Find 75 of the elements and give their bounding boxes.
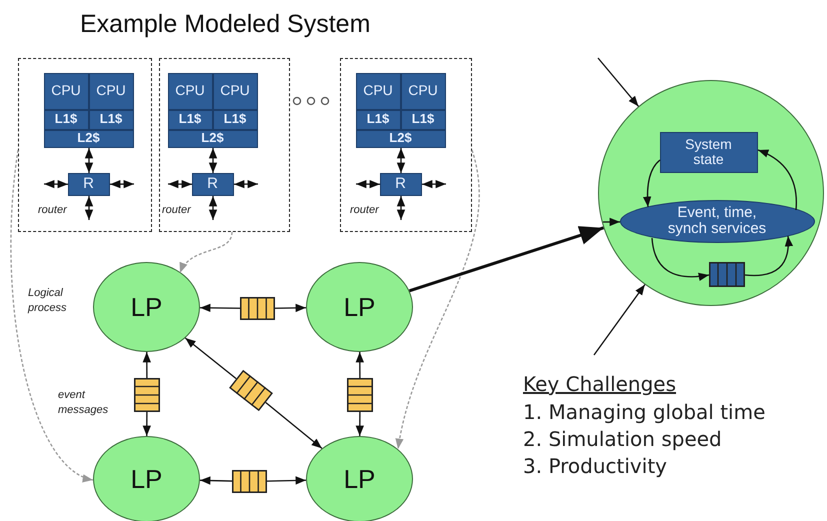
node-caption: event messages: [58, 388, 110, 418]
arrow: [234, 180, 258, 188]
arrow: [643, 160, 660, 208]
node-frame: [159, 58, 290, 232]
message-queue: [347, 378, 373, 412]
arrow: [396, 196, 406, 220]
process-ellipse: LP: [93, 436, 200, 521]
arrow: [744, 236, 793, 276]
node-caption: router: [38, 203, 68, 218]
message-queue: [134, 378, 160, 412]
message-queue: [240, 297, 275, 320]
cache-block: L1$: [400, 110, 446, 130]
arrow: [356, 412, 364, 436]
arrow: [208, 148, 218, 173]
dashed-arrow: [396, 150, 480, 450]
router-block: R: [68, 172, 110, 196]
arrow: [142, 412, 151, 436]
message-queue: [232, 470, 267, 493]
process-ellipse: LP: [306, 436, 413, 521]
node-frame: [340, 58, 472, 232]
cache-block: L1$: [356, 110, 400, 130]
cpu-block: CPU: [356, 72, 400, 110]
cache-block: L2$: [168, 130, 258, 148]
cache-block: L1$: [88, 110, 134, 130]
arrow: [265, 402, 322, 449]
list-heading: Key Challenges: [523, 372, 676, 396]
message-queue: [708, 262, 744, 286]
arrow: [422, 180, 446, 188]
arrow: [200, 304, 240, 312]
arrow: [84, 148, 94, 173]
list-item: 1. Managing global time: [523, 400, 766, 424]
arrow: [200, 476, 232, 485]
dashed-arrow: [179, 232, 233, 274]
cpu-block: CPU: [212, 72, 258, 110]
node-caption: Logical process: [28, 286, 68, 316]
arrow: [651, 238, 710, 281]
arrow: [110, 180, 134, 188]
dashed-arrow: [10, 150, 94, 481]
cpu-block: CPU: [44, 72, 88, 110]
list-item: 2. Simulation speed: [523, 427, 722, 451]
arrow: [84, 196, 94, 220]
arrow: [598, 58, 639, 107]
diagram-title: Example Modeled System: [80, 10, 370, 39]
cpu-block: CPU: [168, 72, 212, 110]
router-block: R: [380, 172, 422, 196]
process-ellipse: LP: [93, 262, 200, 352]
arrow: [266, 476, 306, 485]
cpu-block: CPU: [88, 72, 134, 110]
node-frame: [18, 58, 152, 232]
router-block: R: [192, 172, 234, 196]
arrow: [593, 284, 646, 356]
node-caption: router: [162, 203, 192, 218]
arrow: [208, 196, 218, 220]
list-item: 3. Productivity: [523, 454, 668, 478]
cpu-block: CPU: [400, 72, 446, 110]
arrow: [44, 180, 68, 188]
state-box: System state: [660, 132, 758, 172]
arrow: [274, 304, 306, 312]
process-ellipse: LP: [306, 262, 413, 352]
cache-block: L1$: [44, 110, 88, 130]
node-caption: router: [350, 203, 380, 218]
cache-block: L1$: [168, 110, 212, 130]
arrow: [396, 148, 406, 173]
arrow: [356, 352, 364, 378]
cache-block: L2$: [44, 130, 134, 148]
service-ellipse: Event, time, synch services: [620, 200, 814, 242]
cache-block: L2$: [356, 130, 446, 148]
thick-arrow: [408, 226, 604, 292]
arrow: [142, 352, 151, 378]
arrow: [184, 337, 237, 380]
arrow: [603, 218, 620, 226]
arrow: [758, 149, 797, 210]
arrow: [356, 180, 380, 188]
arrow: [168, 180, 192, 188]
cache-block: L1$: [212, 110, 258, 130]
